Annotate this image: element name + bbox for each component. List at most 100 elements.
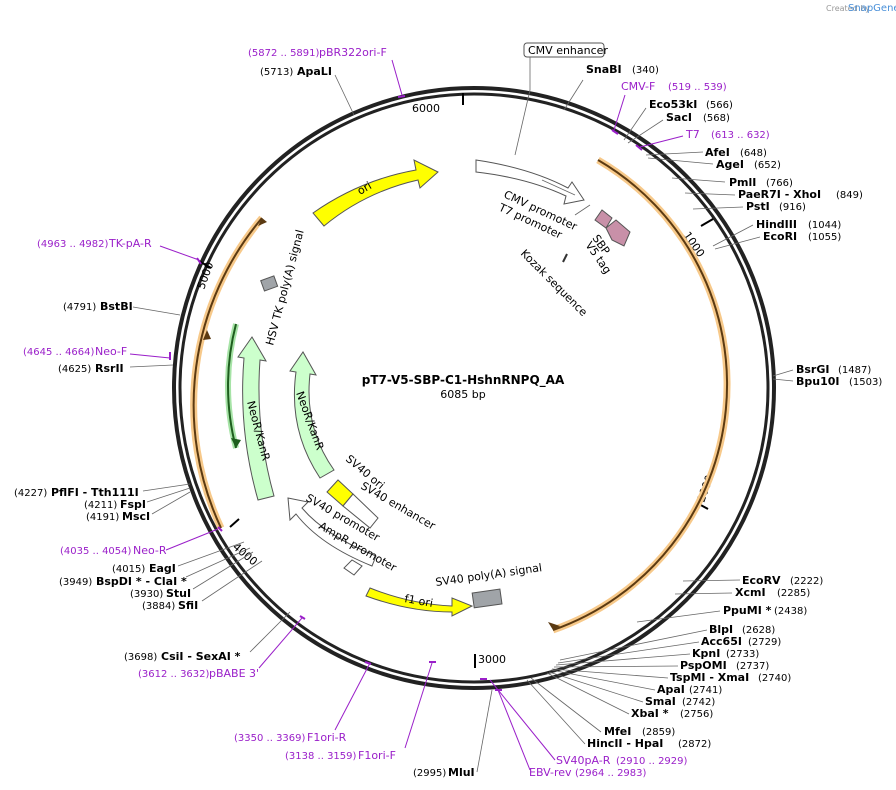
enzyme-xcmi-name: XcmI — [735, 586, 766, 599]
neor-inner-feature: NeoR/KanR — [289, 351, 335, 479]
ori-label: ori — [355, 179, 374, 197]
f1-ori-feature: f1 ori — [365, 587, 474, 617]
primer-tk-pa-r-name: TK-pA-R — [108, 237, 152, 250]
enzyme-fspi-name: FspI — [120, 498, 146, 511]
enzyme-csii-sexai-pos: (3698) — [124, 652, 157, 663]
enzyme-psti-name: PstI — [746, 200, 770, 213]
enzyme-bsrgi-pos: (1487) — [838, 365, 871, 376]
enzyme-eagi-pos: (4015) — [112, 564, 145, 575]
primer-neo-r-range: (4035 .. 4054) — [60, 546, 132, 557]
enzyme-snabi-name: SnaBI — [586, 63, 622, 76]
enzyme-pspomi-name: PspOMI — [680, 659, 727, 672]
enzyme-mlui-pos: (2995) — [413, 768, 446, 779]
enzyme-sfii-pos: (3884) — [142, 601, 175, 612]
f1-ori-label: f1 ori — [403, 592, 434, 610]
enzyme-saci-pos: (568) — [703, 113, 730, 124]
ori-feature: ori — [312, 159, 439, 227]
enzyme-pspomi-pos: (2737) — [736, 661, 769, 672]
enzyme-rsrii-pos: (4625) — [58, 364, 91, 375]
enzyme-blpi-name: BlpI — [709, 623, 733, 636]
enzyme-msci-name: MscI — [122, 510, 150, 523]
enzyme-snabi-pos: (340) — [632, 65, 659, 76]
enzyme-kpni-name: KpnI — [692, 647, 720, 660]
enzyme-saci-name: SacI — [666, 111, 692, 124]
t7-promoter-leader — [574, 204, 591, 216]
enzyme-pflfi-tth111i-pos: (4227) — [14, 488, 47, 499]
neo-orf-arc — [225, 323, 241, 449]
enzyme-hincii-hpai-name: HincII - HpaI — [587, 737, 663, 750]
hsv-tk-polya-feature — [260, 275, 279, 292]
enzyme-csii-sexai-name: CsiI - SexAI * — [161, 650, 241, 663]
enzyme-mfei-name: MfeI — [604, 725, 631, 738]
primer-sv40pa-r-name: SV40pA-R — [556, 754, 611, 767]
enzyme-msci-pos: (4191) — [86, 512, 119, 523]
enzyme-bstbi-name: BstBI — [100, 300, 133, 313]
primer-pbr322ori-f-range: (5872 .. 5891) — [248, 48, 320, 59]
primer-cmv-f-name: CMV-F — [621, 80, 655, 93]
kozak-label: Kozak sequence — [518, 247, 590, 319]
enzyme-eco53ki-pos: (566) — [706, 100, 733, 111]
cmv-enhancer-label: CMV enhancer — [528, 44, 608, 57]
primer-pbr322ori-f-name: pBR322ori-F — [319, 46, 387, 59]
enzyme-apali-name: ApaLI — [297, 65, 332, 78]
enzyme-smai-pos: (2742) — [682, 697, 715, 708]
plasmid-name: pT7-V5-SBP-C1-HshnRNPQ_AA — [362, 373, 565, 388]
enzyme-tspmi-xmai-name: TspMI - XmaI — [670, 671, 749, 684]
enzyme-smai-name: SmaI — [645, 695, 676, 708]
enzyme-tspmi-xmai-pos: (2740) — [758, 673, 791, 684]
primer-f1ori-r-name: F1ori-R — [307, 731, 347, 744]
enzyme-bpu10i-pos: (1503) — [849, 377, 882, 388]
primer-f1ori-f-name: F1ori-F — [358, 749, 396, 762]
sv40-polya-label: SV40 poly(A) signal — [435, 561, 543, 589]
primer-neo-r-name: Neo-R — [133, 544, 167, 557]
primer-t7-name: T7 — [685, 128, 700, 141]
enzyme-paer7i-xhoi-pos: (849) — [836, 190, 863, 201]
scale-ticks — [198, 93, 714, 668]
enzyme-bstbi-pos: (4791) — [63, 302, 96, 313]
tick-4000: 4000 — [230, 540, 260, 568]
enzyme-hincii-hpai-pos: (2872) — [678, 739, 711, 750]
mcs-leader-lines — [476, 629, 708, 773]
sbp-tag-feature — [594, 209, 631, 247]
enzyme-rsrii-name: RsrII — [95, 362, 124, 375]
enzyme-sfii-name: SfiI — [178, 599, 198, 612]
enzyme-ecori-pos: (1055) — [808, 232, 841, 243]
enzyme-xbai-name: XbaI * — [631, 707, 669, 720]
sv40-enhancer-feature — [342, 493, 379, 529]
enzyme-ppumi-name: PpuMI * — [723, 604, 772, 617]
tick-3000: 3000 — [478, 653, 506, 666]
enzyme-hindiii-pos: (1044) — [808, 220, 841, 231]
primer-neo-f-range: (4645 .. 4664) — [23, 347, 95, 358]
enzyme-psti-pos: (916) — [779, 202, 806, 213]
enzyme-fspi-pos: (4211) — [84, 500, 117, 511]
cmv-promoter-leader — [541, 179, 576, 196]
sv40-polya-feature — [471, 588, 503, 609]
enzyme-acc65i-name: Acc65I — [701, 635, 742, 648]
primer-f1ori-f-range: (3138 .. 3159) — [285, 751, 357, 762]
enzyme-afei-name: AfeI — [705, 146, 730, 159]
primer-pbabe3-name: pBABE 3' — [209, 667, 259, 680]
enzyme-mlui-name: MluI — [448, 766, 475, 779]
enzyme-mfei-pos: (2859) — [642, 727, 675, 738]
enzyme-bsrgi-name: BsrGI — [796, 363, 829, 376]
enzyme-ecori-name: EcoRI — [763, 230, 797, 243]
insert-orf-arc — [548, 156, 731, 634]
enzyme-bpu10i-name: Bpu10I — [796, 375, 840, 388]
kozak-mark — [562, 253, 568, 263]
plasmid-length: 6085 bp — [440, 388, 485, 401]
enzyme-pmli-pos: (766) — [766, 178, 793, 189]
enzyme-stui-name: StuI — [166, 587, 191, 600]
enzyme-apali-pos: (5713) — [260, 67, 293, 78]
enzyme-bspdi-clai-pos: (3949) — [59, 577, 92, 588]
watermark-created-by: Created by — [826, 4, 870, 13]
enzyme-pflfi-tth111i-name: PflFI - Tth111I — [51, 486, 139, 499]
enzyme-hindiii-name: HindIII — [756, 218, 797, 231]
neor-outer-feature: NeoR/KanR — [237, 336, 275, 501]
enzyme-xcmi-pos: (2285) — [777, 588, 810, 599]
watermark-snapgene: SnapGene — [848, 3, 896, 14]
left-leader-lines — [129, 306, 263, 602]
enzyme-stui-pos: (3930) — [130, 589, 163, 600]
enzyme-eagi-name: EagI — [149, 562, 176, 575]
primer-ebv-rev-name: EBV-rev — [529, 766, 572, 779]
